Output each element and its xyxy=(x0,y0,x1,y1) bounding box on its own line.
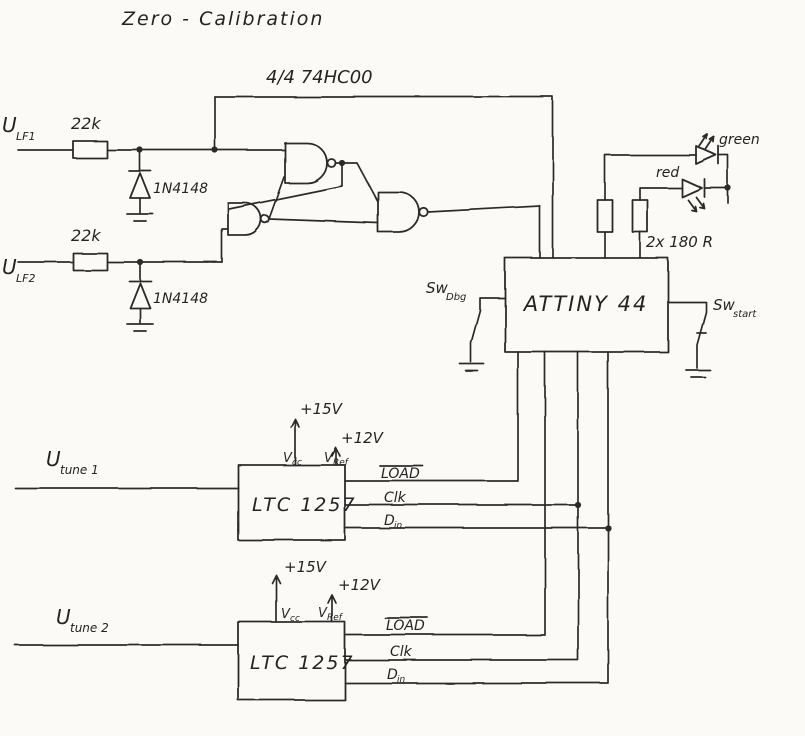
junction-dot xyxy=(136,258,144,266)
lf1-diode-label: 1N4148 xyxy=(153,181,208,197)
dac2-box xyxy=(237,621,346,701)
dac1-chip-label: LTC 1257 xyxy=(252,494,357,516)
ulf2-symbol: U xyxy=(2,255,17,279)
junction-dot xyxy=(338,159,346,167)
dac2-plus12-label: +12V xyxy=(338,576,382,594)
lf2-diode xyxy=(128,261,152,324)
dac1-clk-label: Clk xyxy=(384,490,407,506)
junction-dot xyxy=(574,501,582,509)
ulf1-symbol: U xyxy=(2,113,17,137)
led-resistors-label: 2x 180 R xyxy=(646,233,713,251)
nand-gate-3 xyxy=(377,191,429,233)
junction-dot xyxy=(604,524,612,532)
dac1-vcc-label: V xyxy=(283,451,293,466)
sw-start-symbol xyxy=(667,301,711,378)
dac1-wires xyxy=(14,351,609,529)
dac1-vcc-subscript: cc xyxy=(292,458,302,468)
dac1-din-label: D xyxy=(384,513,395,529)
junction-dot xyxy=(724,184,732,192)
gate-wires xyxy=(228,162,541,259)
led-wires xyxy=(604,154,729,259)
red-led xyxy=(681,178,706,212)
dac2-load-label: LOAD xyxy=(386,618,425,634)
lf1-resistor xyxy=(72,140,108,159)
junction-dot xyxy=(211,146,219,154)
dac1-box xyxy=(237,464,346,541)
dac1-din-subscript: in xyxy=(394,521,403,531)
dac1-plus15-label: +15V xyxy=(300,400,344,418)
dac2-vcc-subscript: cc xyxy=(290,614,300,624)
lf2-resistor-value: 22k xyxy=(71,226,101,245)
led-resistor-right xyxy=(631,199,649,233)
green-led xyxy=(695,133,720,165)
dac2-vcc-label: V xyxy=(281,607,291,622)
dac2-wires xyxy=(14,351,609,684)
ulf1-subscript: LF1 xyxy=(16,130,35,143)
dac1-load-label: LOAD xyxy=(381,466,420,482)
utune2-subscript: tune 2 xyxy=(70,621,109,635)
nand-chip-label: 4/4 74HC00 xyxy=(266,67,373,88)
dac1-vref-subscript: Ref xyxy=(333,458,350,468)
dac1-plus12-label: +12V xyxy=(341,429,385,447)
dac1-vref-label: V xyxy=(324,451,334,466)
ulf2-subscript: LF2 xyxy=(16,272,35,285)
green-led-label: green xyxy=(719,132,760,148)
lf2-ground xyxy=(126,323,154,332)
dac2-chip-label: LTC 1257 xyxy=(250,652,355,674)
dac2-din-label: D xyxy=(387,667,398,683)
sw-start-label: Sw xyxy=(713,296,736,314)
lf1-resistor-value: 22k xyxy=(71,114,101,133)
lf1-diode xyxy=(128,149,152,214)
led-resistor-left xyxy=(596,199,614,233)
lf2-diode-label: 1N4148 xyxy=(153,291,208,307)
sw-start-subscript: start xyxy=(733,309,757,320)
dac2-vref-label: V xyxy=(318,606,328,621)
utune1-symbol: U xyxy=(46,447,61,471)
schematic-title: Zero - Calibration xyxy=(121,8,324,30)
feedback-wire xyxy=(214,96,554,259)
sw-dbg-label: Sw xyxy=(426,279,449,297)
red-led-label: red xyxy=(656,165,679,181)
junction-dots xyxy=(136,146,732,532)
lf2-resistor xyxy=(72,252,108,271)
dac2-vref-subscript: Ref xyxy=(327,613,344,623)
utune2-symbol: U xyxy=(56,605,71,629)
lf1-ground xyxy=(126,213,154,222)
mcu-label: ATTINY 44 xyxy=(522,292,649,316)
lf2-input-wire xyxy=(17,228,229,263)
utune1-subscript: tune 1 xyxy=(60,463,99,477)
nand-gate-1 xyxy=(284,142,337,184)
mcu-box xyxy=(504,257,669,353)
dac2-din-subscript: in xyxy=(397,675,406,685)
sw-dbg-subscript: Dbg xyxy=(446,292,466,303)
dac2-clk-label: Clk xyxy=(390,644,413,660)
sw-dbg-symbol xyxy=(459,297,506,372)
junction-dot xyxy=(136,146,144,154)
dac2-plus15-label: +15V xyxy=(284,558,328,576)
